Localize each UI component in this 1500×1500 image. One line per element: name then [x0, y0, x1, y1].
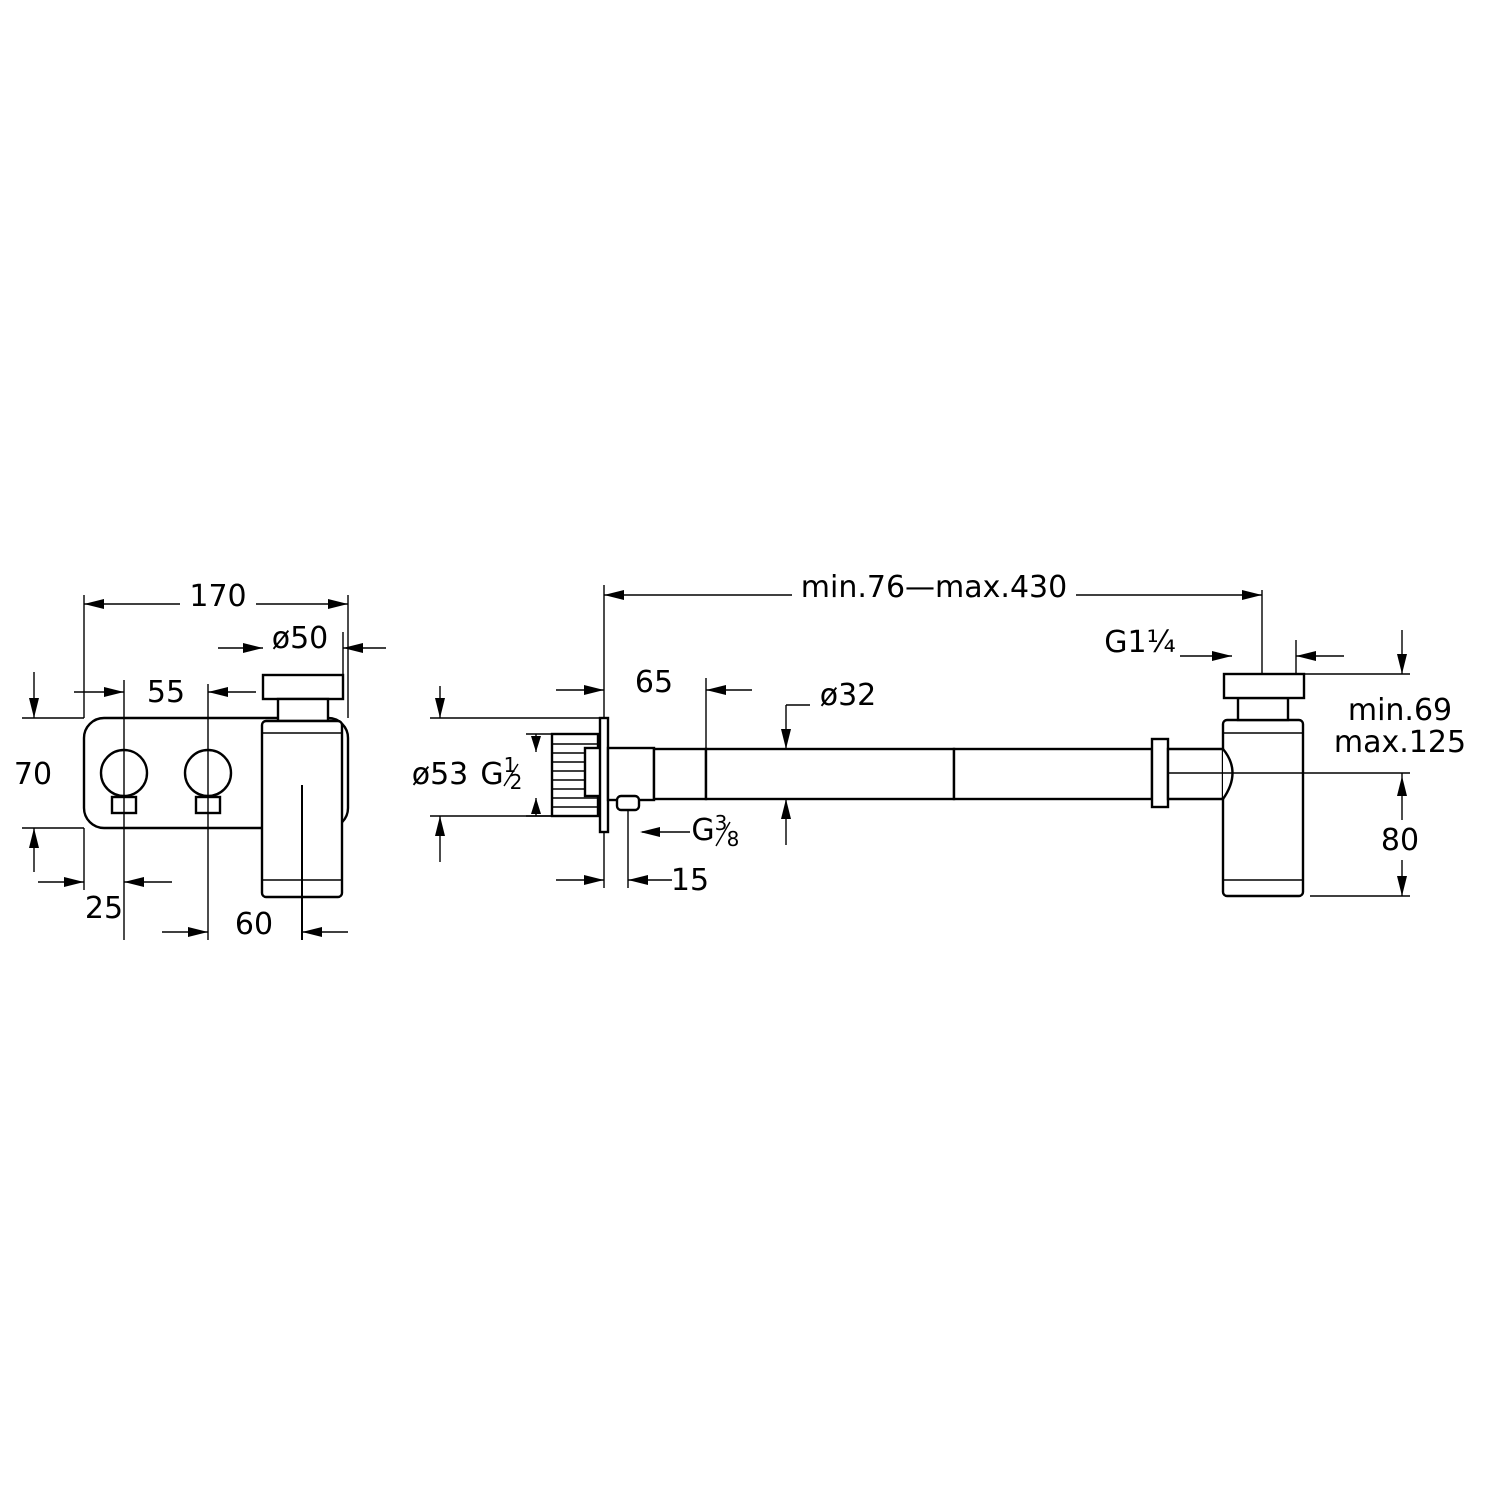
pipe-section-3 — [952, 747, 1154, 801]
dim-side-thread-den: 8 — [727, 827, 740, 851]
dim-inlet-thread-den: 2 — [510, 770, 523, 794]
trap-cap — [261, 673, 345, 701]
dim-side-thread-num: 3 — [715, 811, 728, 835]
front-view: min.76—max.430 G1¼ 65 ø32 ø53 — [412, 570, 1466, 898]
dim-pipe-diameter: ø32 — [820, 678, 877, 713]
dim-outlet-thread: G1¼ — [1104, 625, 1175, 660]
dim-outlet-diameter: ø50 — [272, 621, 329, 656]
side-outlet — [615, 794, 641, 812]
dim-overall-width: 170 — [189, 579, 246, 614]
pipe-nut — [1150, 737, 1170, 809]
dim-left-offset: 25 — [85, 891, 123, 926]
trap-cap-front — [1222, 672, 1306, 700]
dim-flange-depth: 65 — [635, 665, 673, 700]
dim-side-offset: 15 — [671, 863, 709, 898]
pipe-section-1 — [652, 747, 708, 801]
dim-height: 70 — [14, 757, 52, 792]
trap-body-front — [1221, 718, 1305, 898]
dim-height-range-max: max.125 — [1334, 725, 1466, 760]
dim-height-range-min: min.69 — [1348, 693, 1452, 728]
wall-rosette — [598, 716, 610, 834]
side-view: 170 ø50 55 70 25 60 — [14, 579, 386, 942]
dim-valve-spacing: 55 — [147, 675, 185, 710]
dim-side-thread-letter: G — [691, 813, 714, 848]
flange-body — [606, 746, 656, 802]
dim-adjustable-length: min.76—max.430 — [801, 570, 1067, 605]
dim-centre-height: 80 — [1381, 823, 1419, 858]
pipe-section-2 — [704, 747, 956, 801]
trap-neck — [276, 697, 330, 723]
dim-inlet-thread-letter: G — [480, 757, 503, 792]
dim-body-width: 60 — [235, 907, 273, 942]
dim-rosette-diameter: ø53 — [412, 757, 469, 792]
